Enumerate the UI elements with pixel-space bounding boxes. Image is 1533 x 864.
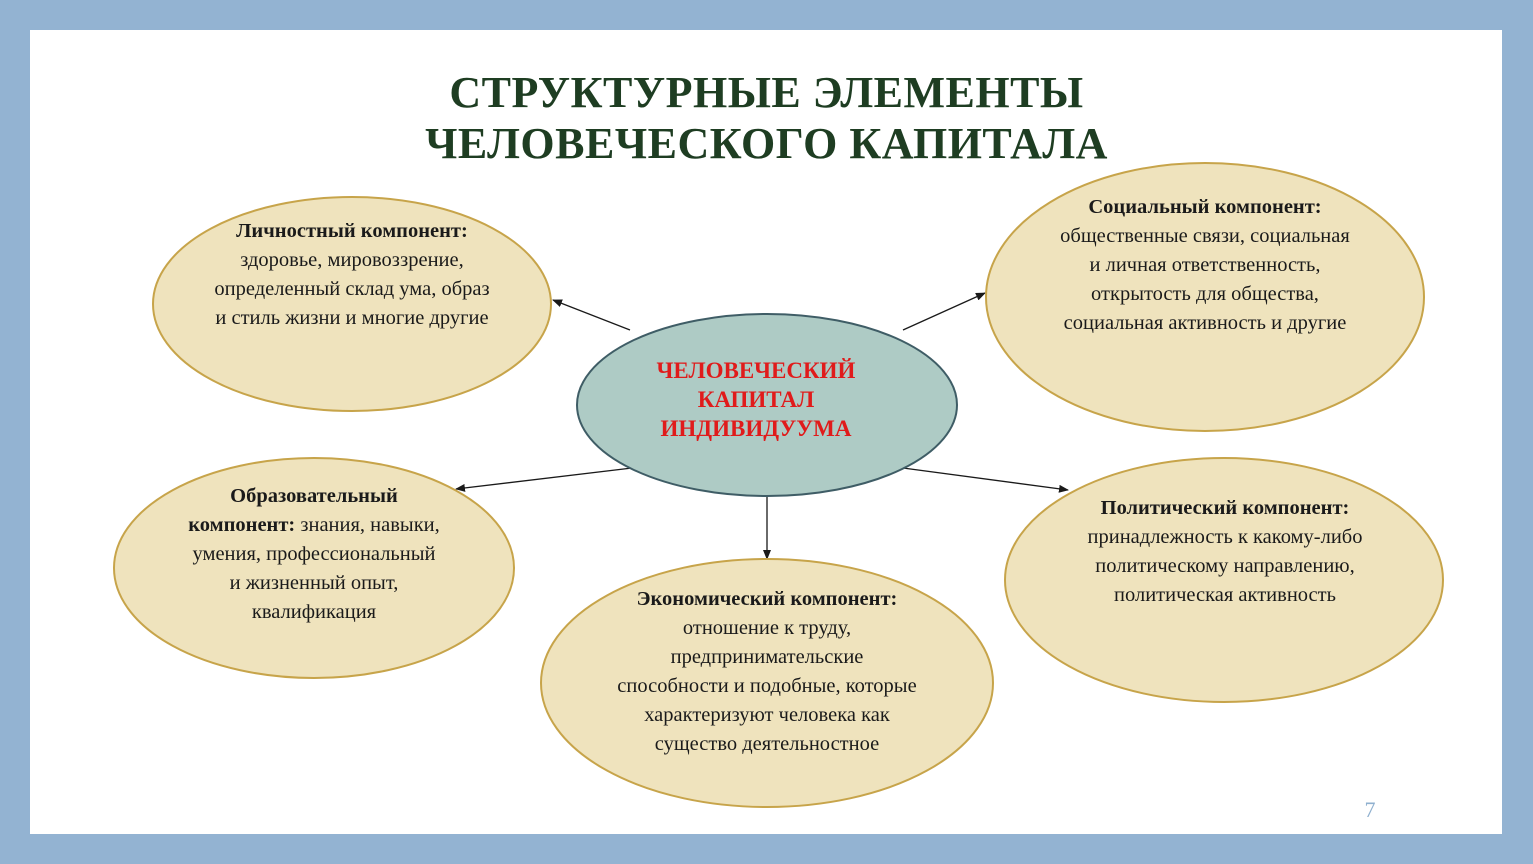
personal-component-body: здоровье, мировоззрение, определенный ск… — [214, 249, 490, 329]
social-component-text: Социальный компонент: общественные связи… — [1060, 193, 1350, 338]
economic-component-ellipse — [540, 558, 994, 808]
educational-component-text: Образовательный компонент: знания, навык… — [186, 482, 442, 627]
political-component-ellipse — [1004, 457, 1444, 703]
personal-component-heading: Личностный компонент: — [236, 220, 468, 242]
slide-title-line-2: ЧЕЛОВЕЧЕСКОГО КАПИТАЛА — [425, 119, 1108, 168]
social-component-heading: Социальный компонент: — [1088, 196, 1322, 218]
educational-component-body: знания, навыки, умения, профессиональный… — [192, 514, 440, 623]
political-component-body: принадлежность к какому-либо политическо… — [1087, 526, 1363, 606]
arrow-to-political — [902, 467, 1069, 493]
educational-component-ellipse — [113, 457, 515, 679]
economic-component-text: Экономический компонент: отношение к тру… — [617, 585, 917, 759]
political-component-text: Политический компонент: принадлежность к… — [1074, 494, 1376, 610]
slide-title-line-1: СТРУКТУРНЫЕ ЭЛЕМЕНТЫ — [449, 68, 1084, 117]
center-label: ЧЕЛОВЕЧЕСКИЙ КАПИТАЛ ИНДИВИДУУМА — [656, 358, 856, 441]
social-component-ellipse — [985, 162, 1425, 432]
personal-component-text: Личностный компонент: здоровье, мировозз… — [212, 217, 492, 333]
political-component-heading: Политический компонент: — [1100, 497, 1350, 519]
social-component-body: общественные связи, социальная и личная … — [1060, 225, 1350, 334]
arrow-to-educational — [455, 467, 633, 492]
personal-component-ellipse — [152, 196, 552, 412]
arrow-to-social — [902, 292, 986, 331]
arrow-to-personal — [552, 299, 631, 331]
economic-component-body: отношение к труду, предпринимательские с… — [617, 617, 917, 755]
center-ellipse — [576, 313, 958, 497]
educational-component-heading: Образовательный компонент: — [188, 485, 398, 536]
economic-component-heading: Экономический компонент: — [636, 588, 898, 610]
page-number: 7 — [1364, 797, 1376, 822]
